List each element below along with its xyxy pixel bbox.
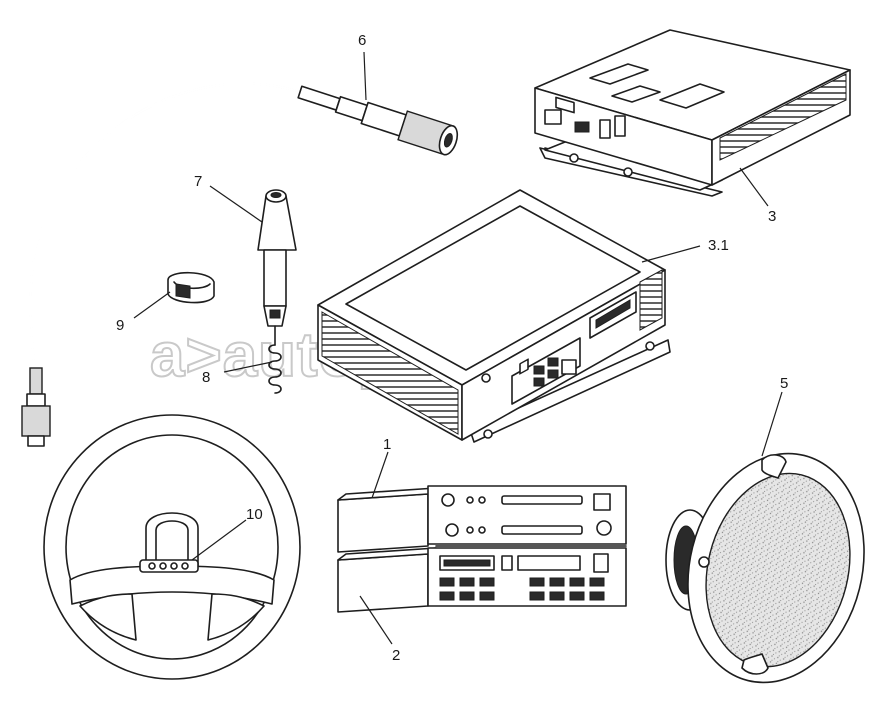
transceiver-unit	[317, 189, 671, 443]
loudspeaker	[665, 452, 865, 684]
steering-wheel	[43, 414, 301, 680]
callout-1: 1	[383, 436, 391, 453]
callout-9: 9	[116, 317, 124, 334]
callout-2: 2	[392, 647, 400, 664]
callout-3-1: 3.1	[708, 237, 729, 254]
coiled-cord	[268, 344, 282, 394]
radio-head-unit-2	[337, 547, 627, 613]
radio-head-unit-1	[337, 485, 627, 553]
callout-7: 7	[194, 173, 202, 190]
control-box	[534, 29, 851, 197]
callout-3: 3	[768, 208, 776, 225]
callout-5: 5	[780, 375, 788, 392]
callout-6: 6	[358, 32, 366, 49]
callout-8: 8	[202, 369, 210, 386]
microphone	[257, 189, 297, 346]
callout-10: 10	[246, 506, 263, 523]
antenna-cable	[21, 82, 459, 447]
microphone-clip	[167, 271, 215, 304]
